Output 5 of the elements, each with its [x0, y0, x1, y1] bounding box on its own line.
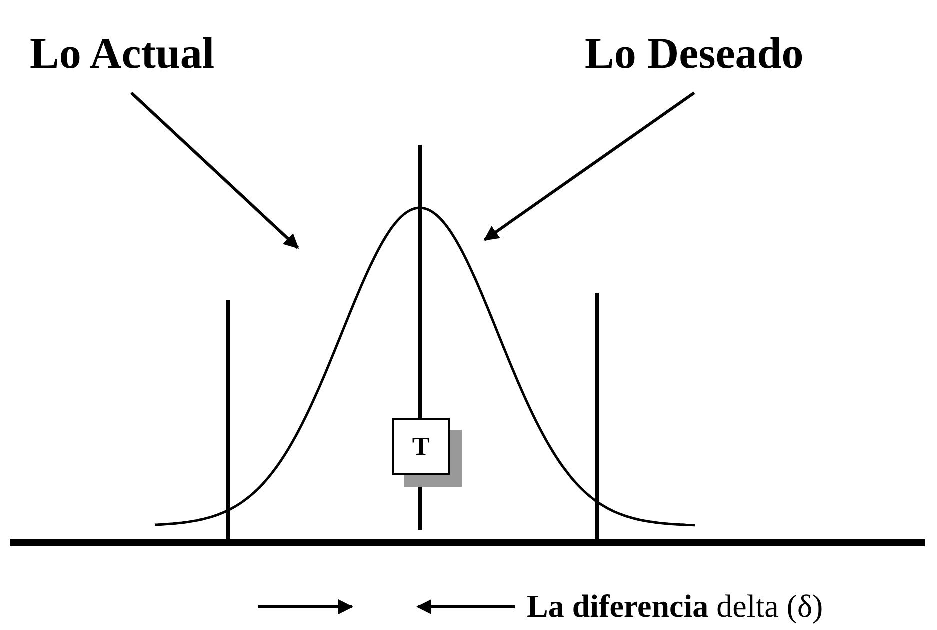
heading-text: Lo Actual [30, 28, 215, 79]
leader-arrow [130, 92, 300, 250]
leader-arrow [484, 92, 696, 242]
caption-text: La diferencia delta (δ) [527, 588, 824, 625]
heading-text: Lo Deseado [585, 28, 804, 79]
